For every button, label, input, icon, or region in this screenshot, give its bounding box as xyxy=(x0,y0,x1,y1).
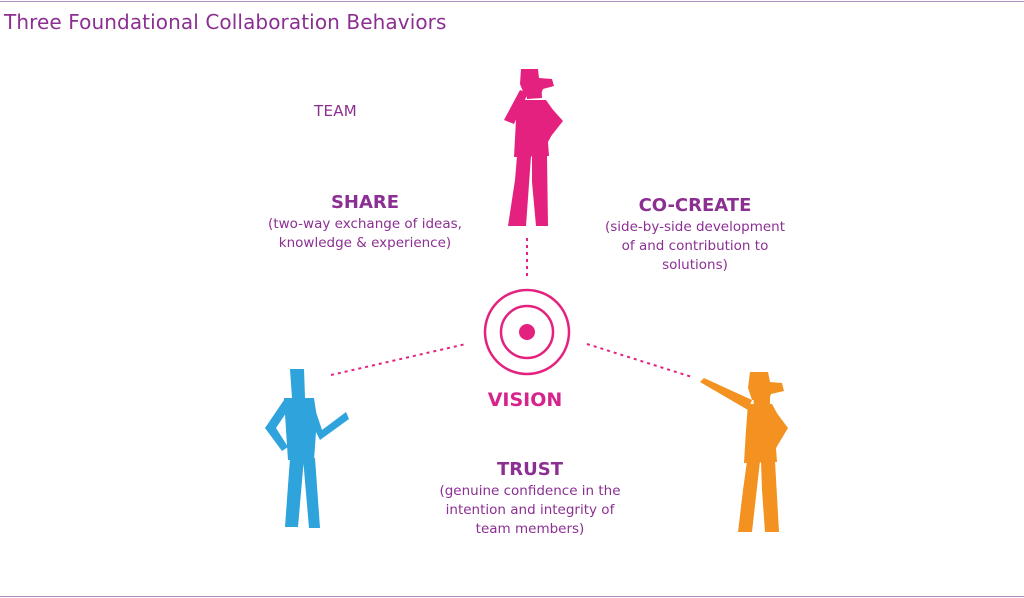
share-desc-line: knowledge & experience) xyxy=(278,235,452,251)
connector-left xyxy=(330,343,467,376)
share-description: (two-way exchange of ideas, knowledge & … xyxy=(240,215,490,253)
cocreate-desc-line: of and contribution to xyxy=(621,238,769,254)
vision-label: VISION xyxy=(487,389,563,411)
man-figure-icon xyxy=(265,369,349,528)
cocreate-block: CO-CREATE (side-by-side development of a… xyxy=(580,195,810,275)
trust-desc-line: intention and integrity of xyxy=(445,502,615,518)
trust-desc-line: (genuine confidence in the xyxy=(439,483,621,499)
team-label: TEAM xyxy=(314,102,358,120)
cocreate-desc-line: solutions) xyxy=(662,257,728,273)
top-divider xyxy=(0,1,1024,2)
share-heading: SHARE xyxy=(330,192,400,213)
page-title: Three Foundational Collaboration Behavio… xyxy=(4,10,447,34)
trust-block: TRUST (genuine confidence in the intenti… xyxy=(410,459,650,539)
woman-pointing-figure-icon xyxy=(700,372,788,532)
trust-heading: TRUST xyxy=(497,459,563,480)
bottom-divider xyxy=(0,596,1024,597)
cocreate-desc-line: (side-by-side development xyxy=(605,219,785,235)
connector-lines xyxy=(330,238,693,378)
connector-right xyxy=(586,343,693,378)
trust-desc-line: team members) xyxy=(475,521,585,537)
woman-figure-icon xyxy=(504,69,563,226)
target-icon xyxy=(483,288,571,376)
share-desc-line: (two-way exchange of ideas, xyxy=(268,216,462,232)
cocreate-heading: CO-CREATE xyxy=(638,195,752,216)
trust-description: (genuine confidence in the intention and… xyxy=(410,482,650,539)
share-block: SHARE (two-way exchange of ideas, knowle… xyxy=(240,192,490,253)
cocreate-description: (side-by-side development of and contrib… xyxy=(580,218,810,275)
